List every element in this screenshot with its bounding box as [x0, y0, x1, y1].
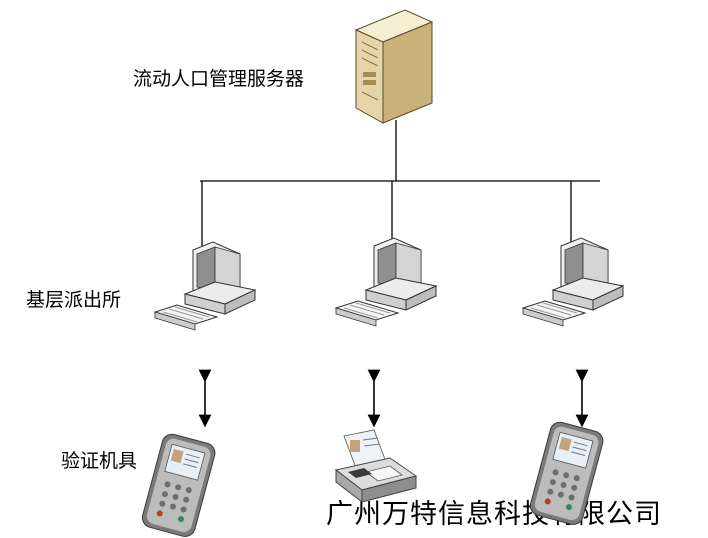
- computer-center-icon: [334, 237, 438, 327]
- network-lines: [200, 120, 600, 252]
- verification-device-label: 验证机具: [61, 450, 138, 472]
- server-label: 流动人口管理服务器: [133, 68, 305, 90]
- company-name: 广州万特信息科技有限公司: [326, 499, 662, 530]
- computer-right-icon: [521, 237, 625, 327]
- computer-left-icon: [153, 241, 257, 331]
- handheld-left-icon: [141, 433, 216, 537]
- desk-reader-center-icon: [334, 429, 418, 504]
- handheld-right-icon: [529, 421, 604, 525]
- server-icon: [354, 9, 434, 124]
- police-station-label: 基层派出所: [26, 289, 122, 311]
